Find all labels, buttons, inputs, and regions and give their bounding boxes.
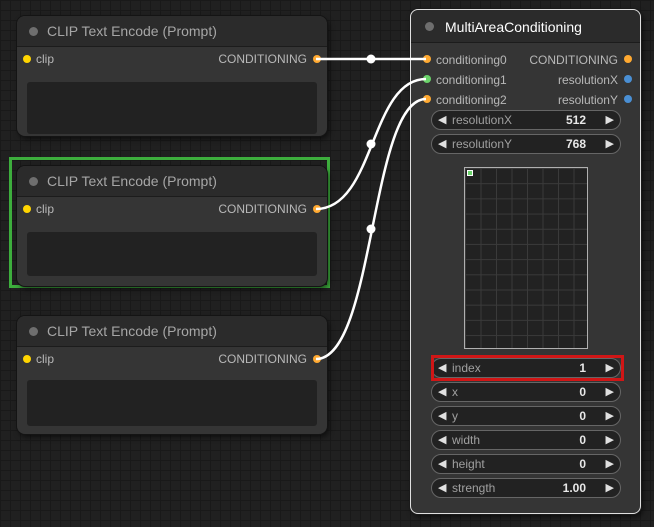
prompt-text-input[interactable]: [27, 232, 317, 276]
conditioning-output-label: CONDITIONING: [218, 352, 307, 366]
strength-widget[interactable]: ◀ strength 1.00 ▶: [431, 478, 621, 498]
collapse-dot-icon[interactable]: [29, 327, 38, 336]
clip-input-label: clip: [36, 52, 55, 66]
increment-arrow-icon[interactable]: ▶: [605, 386, 614, 398]
width-widget[interactable]: ◀ width 0 ▶: [431, 430, 621, 450]
height-widget[interactable]: ◀ height 0 ▶: [431, 454, 621, 474]
increment-arrow-icon[interactable]: ▶: [605, 482, 614, 494]
widget-label: y: [452, 409, 458, 423]
decrement-arrow-icon[interactable]: ◀: [438, 482, 447, 494]
conditioning-output-label: CONDITIONING: [218, 52, 307, 66]
widget-value: 0: [579, 433, 586, 447]
clip-input-slot-icon[interactable]: [23, 205, 31, 213]
resolutionx-output-label: resolutionX: [557, 73, 618, 87]
clip-text-encode-node-2[interactable]: CLIP Text Encode (Prompt) clip CONDITION…: [17, 166, 327, 286]
conditioning-output-slot-icon[interactable]: [313, 355, 321, 363]
node-title-bar[interactable]: CLIP Text Encode (Prompt): [17, 166, 327, 197]
widget-value: 512: [565, 113, 586, 127]
decrement-arrow-icon[interactable]: ◀: [438, 386, 447, 398]
conditioning-output-slot-icon[interactable]: [624, 55, 632, 63]
widget-value: 1: [579, 361, 586, 375]
node-title: MultiAreaConditioning: [445, 19, 582, 35]
node-title-bar[interactable]: CLIP Text Encode (Prompt): [17, 316, 327, 347]
clip-input-slot-icon[interactable]: [23, 355, 31, 363]
widget-label: index: [452, 361, 481, 375]
conditioning2-input-slot-icon[interactable]: [423, 95, 431, 103]
conditioning-output-label: CONDITIONING: [218, 202, 307, 216]
area-rectangle[interactable]: [467, 170, 473, 176]
conditioning1-input-label: conditioning1: [436, 73, 507, 87]
resolutionx-output-slot-icon[interactable]: [624, 75, 632, 83]
clip-input-label: clip: [36, 202, 55, 216]
widget-value: 1.00: [562, 481, 586, 495]
resolutiony-widget[interactable]: ◀ resolutionY 768 ▶: [431, 134, 621, 154]
increment-arrow-icon[interactable]: ▶: [605, 362, 614, 374]
conditioning-output-slot-icon[interactable]: [313, 55, 321, 63]
increment-arrow-icon[interactable]: ▶: [605, 458, 614, 470]
widget-label: resolutionY: [452, 137, 513, 151]
widget-value: 0: [579, 409, 586, 423]
widget-label: strength: [452, 481, 496, 495]
conditioning0-input-label: conditioning0: [436, 53, 507, 67]
conditioning0-input-slot-icon[interactable]: [423, 55, 431, 63]
node-title-bar[interactable]: MultiAreaConditioning: [411, 10, 640, 43]
clip-input-label: clip: [36, 352, 55, 366]
decrement-arrow-icon[interactable]: ◀: [438, 458, 447, 470]
node-title: CLIP Text Encode (Prompt): [47, 323, 217, 339]
decrement-arrow-icon[interactable]: ◀: [438, 138, 447, 150]
index-widget[interactable]: ◀ index 1 ▶: [431, 358, 621, 378]
wire-midpoint-1[interactable]: [366, 54, 376, 64]
resolutiony-output-label: resolutionY: [557, 93, 618, 107]
collapse-dot-icon[interactable]: [425, 22, 434, 31]
decrement-arrow-icon[interactable]: ◀: [438, 410, 447, 422]
decrement-arrow-icon[interactable]: ◀: [438, 434, 447, 446]
widget-label: x: [452, 385, 458, 399]
increment-arrow-icon[interactable]: ▶: [605, 410, 614, 422]
increment-arrow-icon[interactable]: ▶: [605, 114, 614, 126]
conditioning1-input-slot-icon[interactable]: [423, 75, 431, 83]
conditioning-output-slot-icon[interactable]: [313, 205, 321, 213]
resolutiony-output-slot-icon[interactable]: [624, 95, 632, 103]
increment-arrow-icon[interactable]: ▶: [605, 434, 614, 446]
widget-value: 768: [565, 137, 586, 151]
resolutionx-widget[interactable]: ◀ resolutionX 512 ▶: [431, 110, 621, 130]
wire-midpoint-2[interactable]: [366, 139, 376, 149]
decrement-arrow-icon[interactable]: ◀: [438, 362, 447, 374]
y-widget[interactable]: ◀ y 0 ▶: [431, 406, 621, 426]
clip-text-encode-node-1[interactable]: CLIP Text Encode (Prompt) clip CONDITION…: [17, 16, 327, 136]
conditioning-output-label: CONDITIONING: [529, 53, 618, 67]
wire-midpoint-3[interactable]: [366, 224, 376, 234]
x-widget[interactable]: ◀ x 0 ▶: [431, 382, 621, 402]
widget-label: width: [452, 433, 481, 447]
node-title: CLIP Text Encode (Prompt): [47, 173, 217, 189]
decrement-arrow-icon[interactable]: ◀: [438, 114, 447, 126]
collapse-dot-icon[interactable]: [29, 27, 38, 36]
widget-label: height: [452, 457, 485, 471]
widget-value: 0: [579, 385, 586, 399]
widget-value: 0: [579, 457, 586, 471]
conditioning2-input-label: conditioning2: [436, 93, 507, 107]
collapse-dot-icon[interactable]: [29, 177, 38, 186]
multi-area-conditioning-node[interactable]: MultiAreaConditioning conditioning0 cond…: [410, 9, 641, 514]
clip-input-slot-icon[interactable]: [23, 55, 31, 63]
increment-arrow-icon[interactable]: ▶: [605, 138, 614, 150]
area-preview-canvas[interactable]: [464, 167, 588, 349]
prompt-text-input[interactable]: [27, 82, 317, 134]
clip-text-encode-node-3[interactable]: CLIP Text Encode (Prompt) clip CONDITION…: [17, 316, 327, 434]
node-title-bar[interactable]: CLIP Text Encode (Prompt): [17, 16, 327, 47]
prompt-text-input[interactable]: [27, 380, 317, 426]
widget-label: resolutionX: [452, 113, 513, 127]
node-title: CLIP Text Encode (Prompt): [47, 23, 217, 39]
